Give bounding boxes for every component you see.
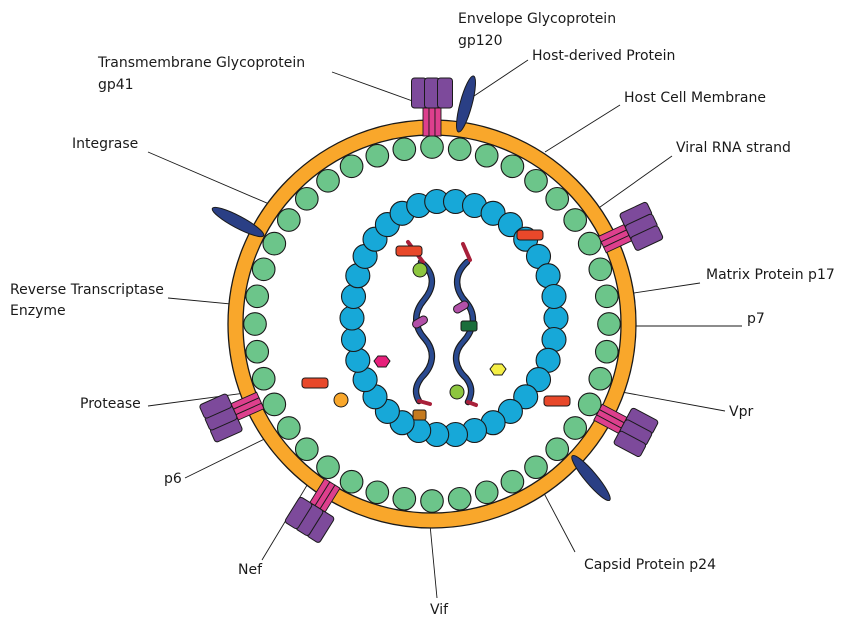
matrix-protein-bead — [475, 144, 498, 167]
label-gp120-line1: Envelope Glycoprotein — [458, 11, 616, 27]
matrix-protein-bead — [525, 170, 548, 193]
matrix-protein-bead — [448, 138, 471, 161]
label-gp120-line2: gp120 — [458, 33, 503, 49]
leader-host-membrane — [545, 105, 620, 152]
label-p7: p7 — [747, 311, 765, 327]
matrix-protein-bead — [278, 417, 301, 440]
matrix-protein-bead — [564, 417, 587, 440]
label-viral-rna: Viral RNA strand — [676, 140, 791, 156]
matrix-protein-bead — [546, 438, 569, 461]
capsid-protein-bead — [544, 306, 568, 330]
label-matrix: Matrix Protein p17 — [706, 267, 835, 283]
p6-icon — [334, 393, 348, 407]
matrix-protein-bead — [246, 340, 269, 363]
label-reverse-transcriptase-line1: Reverse Transcriptase — [10, 282, 164, 298]
matrix-protein-bead — [393, 488, 416, 511]
matrix-protein-bead — [525, 456, 548, 479]
host-protein-bottom-right — [568, 452, 614, 504]
matrix-protein-bead — [252, 258, 275, 281]
matrix-protein-bead — [598, 313, 621, 336]
matrix-protein-bead — [589, 367, 612, 390]
matrix-protein-bead — [278, 209, 301, 232]
vif-icon — [413, 410, 426, 420]
matrix-protein-bead — [501, 155, 524, 178]
matrix-protein-bead — [501, 470, 524, 493]
integrase-icon — [450, 385, 464, 399]
matrix-protein-bead — [263, 393, 286, 416]
matrix-protein-bead — [340, 470, 363, 493]
rna-tip-right-bottom — [468, 402, 476, 405]
matrix-protein-bead — [317, 456, 340, 479]
matrix-protein-bead — [340, 155, 363, 178]
matrix-protein-bead — [589, 258, 612, 281]
label-vif: Vif — [430, 602, 449, 617]
matrix-protein-bead — [421, 490, 444, 513]
matrix-protein-bead — [421, 136, 444, 159]
label-gp41-line2: gp41 — [98, 77, 134, 93]
protease-icon — [302, 378, 328, 388]
protease-icon — [517, 230, 543, 240]
label-gp41-line1: Transmembrane Glycoprotein — [97, 55, 305, 71]
matrix-protein-bead — [252, 367, 275, 390]
capsid-protein-bead — [542, 285, 566, 309]
capsid-protein-bead — [346, 348, 370, 372]
matrix-protein-bead — [546, 188, 569, 211]
gp41-stem — [423, 108, 429, 136]
label-integrase: Integrase — [72, 136, 138, 152]
matrix-protein-bead — [564, 209, 587, 232]
label-protease: Protease — [80, 396, 141, 412]
gp120-head — [438, 78, 453, 108]
gp41-stem — [435, 108, 441, 136]
protease-icon — [396, 246, 422, 256]
matrix-protein-bead — [296, 188, 319, 211]
matrix-protein-bead — [578, 232, 601, 255]
integrase-icon — [413, 263, 427, 277]
capsid-protein-bead — [542, 328, 566, 352]
gp41-stem — [429, 108, 435, 136]
label-capsid: Capsid Protein p24 — [584, 557, 716, 573]
capsid-protein-bead — [342, 285, 366, 309]
label-host-protein: Host-derived Protein — [532, 48, 675, 64]
protease-icon — [544, 396, 570, 406]
matrix-protein-bead — [596, 285, 619, 308]
matrix-protein-bead — [296, 438, 319, 461]
label-vpr: Vpr — [729, 404, 753, 420]
label-nef: Nef — [238, 562, 263, 578]
matrix-protein-bead — [366, 481, 389, 504]
capsid-protein-bead — [340, 306, 364, 330]
matrix-protein-bead — [263, 232, 286, 255]
matrix-protein-bead — [244, 313, 267, 336]
label-reverse-transcriptase-line2: Enzyme — [10, 303, 66, 319]
matrix-protein-bead — [317, 170, 340, 193]
p7-icon — [461, 321, 477, 331]
capsid-protein-bead — [342, 328, 366, 352]
matrix-protein-bead — [475, 481, 498, 504]
leader-host-protein — [468, 60, 528, 100]
label-p6: p6 — [164, 471, 182, 487]
nef-icon — [374, 356, 390, 367]
matrix-protein-bead — [393, 138, 416, 161]
matrix-protein-bead — [596, 340, 619, 363]
vpr-icon — [490, 364, 506, 375]
matrix-protein-bead — [448, 488, 471, 511]
matrix-protein-bead — [246, 285, 269, 308]
capsid-protein-bead — [536, 264, 560, 288]
label-host-membrane: Host Cell Membrane — [624, 90, 766, 106]
matrix-protein-bead — [366, 144, 389, 167]
